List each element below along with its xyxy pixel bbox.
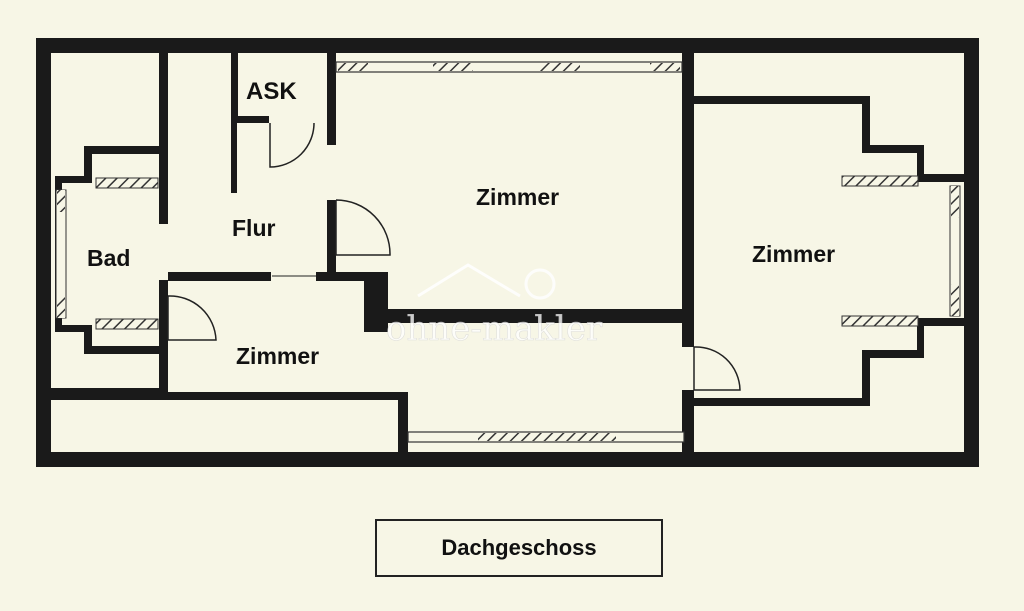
room-label-zimmer-right: Zimmer bbox=[752, 241, 835, 267]
outer-walls bbox=[36, 38, 979, 467]
watermark-logo bbox=[417, 263, 556, 300]
floor-caption: Dachgeschoss bbox=[441, 535, 597, 560]
room-label-ask: ASK bbox=[246, 78, 297, 105]
doors bbox=[167, 122, 741, 391]
room-label-bad: Bad bbox=[87, 245, 130, 271]
room-label-zimmer-bottom: Zimmer bbox=[236, 343, 319, 369]
room-label-zimmer-top: Zimmer bbox=[476, 184, 559, 210]
interior-walls bbox=[51, 53, 964, 452]
watermark-text: ohne-makler bbox=[386, 309, 603, 349]
room-label-flur: Flur bbox=[232, 215, 275, 241]
windows bbox=[55, 61, 961, 443]
floor-caption-box: Dachgeschoss bbox=[375, 519, 663, 577]
